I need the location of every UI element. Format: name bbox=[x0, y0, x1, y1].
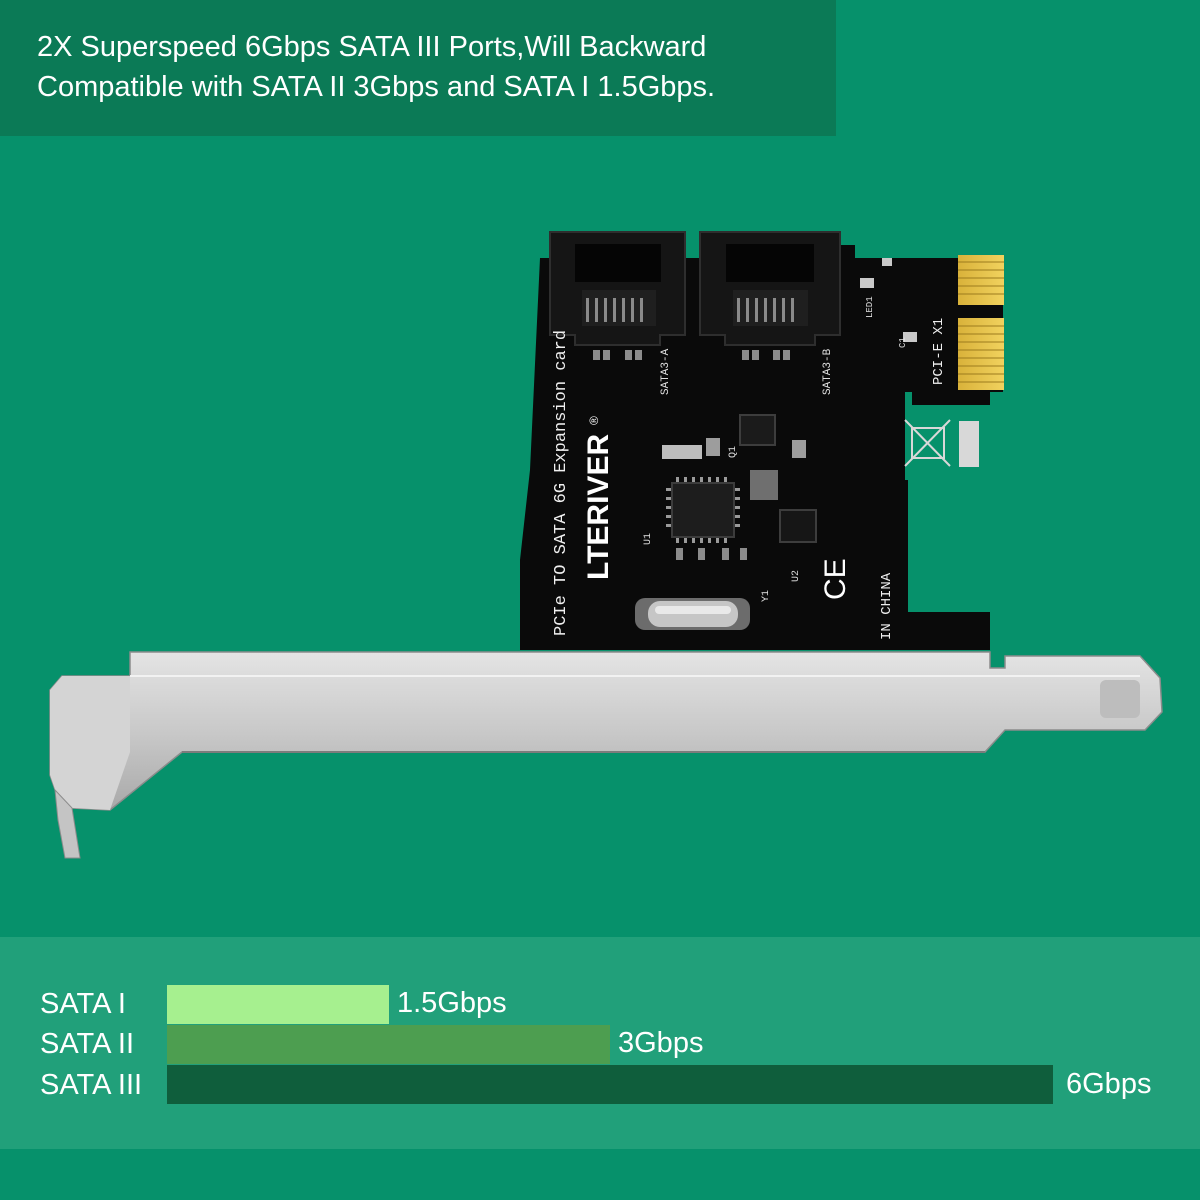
ce-mark: CE bbox=[819, 558, 852, 600]
origin-text: IN CHINA bbox=[879, 572, 895, 640]
sata-expansion-card-photo: CE PCIe TO SATA 6G Expansion card LTERIV… bbox=[49, 231, 1163, 859]
sata-3-label: SATA III bbox=[40, 1069, 143, 1101]
sata-3-speed-bar bbox=[167, 1065, 1053, 1104]
pcie-gold-fingers bbox=[958, 255, 1004, 390]
registered-mark: ® bbox=[587, 416, 601, 425]
brand-logo: LTERIVER bbox=[582, 434, 615, 580]
c1-label: C1 bbox=[898, 337, 908, 348]
chip-u2 bbox=[779, 509, 817, 543]
interface-label: PCI-E X1 bbox=[931, 318, 947, 385]
headline-line-2: Compatible with SATA II 3Gbps and SATA I… bbox=[37, 71, 716, 103]
led-label: LED1 bbox=[865, 296, 875, 318]
bottom-strip bbox=[0, 1149, 1200, 1200]
controller-chip-u1 bbox=[666, 477, 740, 543]
port-b-label: SATA3-B bbox=[822, 348, 834, 395]
weee-bin-symbol bbox=[904, 419, 979, 467]
sata-2-label: SATA II bbox=[40, 1028, 135, 1060]
port-a-label: SATA3-A bbox=[660, 348, 672, 395]
smd-components bbox=[593, 258, 917, 560]
headline-banner: 2X Superspeed 6Gbps SATA III Ports,Will … bbox=[0, 0, 836, 136]
sata-2-speed-bar bbox=[167, 1025, 610, 1064]
y1-label: Y1 bbox=[761, 590, 772, 602]
pcb-board bbox=[520, 245, 1003, 650]
speed-comparison-panel: SATA I 1.5Gbps SATA II 3Gbps SATA III 6G… bbox=[0, 937, 1200, 1149]
sata-1-speed-bar bbox=[167, 985, 389, 1024]
sata-2-speed-value: 3Gbps bbox=[618, 1027, 704, 1059]
q1-label: Q1 bbox=[728, 446, 739, 458]
sata-3-speed-value: 6Gbps bbox=[1066, 1068, 1152, 1100]
sata-1-speed-value: 1.5Gbps bbox=[397, 987, 507, 1019]
board-description: PCIe TO SATA 6G Expansion card bbox=[552, 330, 571, 636]
metal-bracket bbox=[49, 651, 1163, 859]
crystal-y1 bbox=[635, 598, 750, 630]
u2-label: U2 bbox=[791, 570, 802, 582]
sata-1-label: SATA I bbox=[40, 988, 126, 1020]
regulator-q1 bbox=[739, 414, 776, 446]
sata-port-b bbox=[699, 231, 841, 346]
u1-label: U1 bbox=[643, 533, 654, 545]
sata-port-a bbox=[549, 231, 686, 346]
headline-line-1: 2X Superspeed 6Gbps SATA III Ports,Will … bbox=[37, 31, 707, 63]
